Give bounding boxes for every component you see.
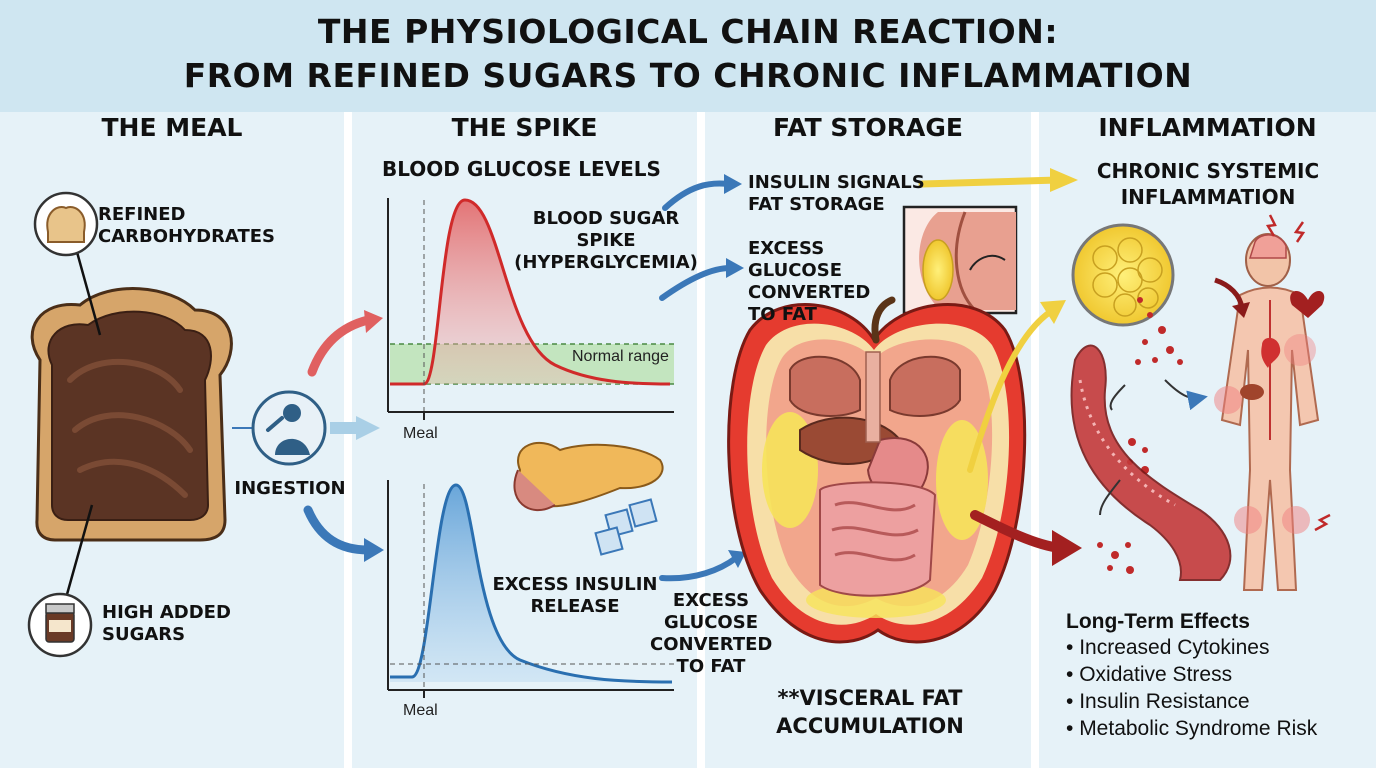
signals-line-2: FAT STORAGE <box>748 194 885 215</box>
conv1-line-1: EXCESS <box>748 238 825 259</box>
visceral-fat-label: **VISCERAL FAT ACCUMULATION <box>750 684 990 740</box>
added-sugars-line-2: SUGARS <box>102 624 186 645</box>
conv2-line-2: GLUCOSE <box>664 612 758 633</box>
apple-body-illustration <box>727 296 1027 644</box>
column-header-spike: THE SPIKE <box>451 113 598 142</box>
pain-zap-icon <box>1265 214 1277 237</box>
spike-line-2: SPIKE <box>576 230 636 251</box>
eating-person-icon <box>251 390 327 466</box>
insulin-curve <box>390 483 673 684</box>
insulin-line-2: RELEASE <box>530 596 620 617</box>
glucose-converted-label-upper: EXCESS GLUCOSE CONVERTED TO FAT <box>748 238 870 326</box>
glucose-chart <box>387 198 674 420</box>
effect-item: Insulin Resistance <box>1066 688 1366 715</box>
glucose-meal-tick-label: Meal <box>403 425 438 442</box>
title-line-1: THE PHYSIOLOGICAL CHAIN REACTION: <box>317 12 1059 51</box>
long-term-effects-title: Long-Term Effects <box>1066 610 1250 633</box>
effect-item: Increased Cytokines <box>1066 634 1366 661</box>
added-sugars-line-1: HIGH ADDED <box>102 602 231 623</box>
refined-carbs-line-2: CARBOHYDRATES <box>98 226 275 247</box>
conv1-line-4: TO FAT <box>748 304 817 325</box>
human-body-icon <box>1214 233 1320 591</box>
conv2-line-1: EXCESS <box>672 590 750 611</box>
insulin-line-1: EXCESS INSULIN <box>492 574 658 595</box>
glucose-chart-title: BLOOD GLUCOSE LEVELS <box>382 157 661 181</box>
long-term-effects-panel: Long-Term Effects Increased Cytokines Ox… <box>1066 610 1366 742</box>
spike-line-1: BLOOD SUGAR <box>532 208 680 229</box>
broken-heart-icon <box>1290 290 1325 318</box>
conv1-line-3: CONVERTED <box>748 282 871 303</box>
column-header-meal: THE MEAL <box>101 113 243 142</box>
chronic-line-2: INFLAMMATION <box>1120 185 1296 209</box>
column-divider-2 <box>697 112 705 768</box>
fat-cells-circle-icon <box>1071 223 1175 327</box>
column-header-inflammation: INFLAMMATION <box>1098 113 1317 142</box>
column-divider-1 <box>344 112 352 768</box>
effect-item: Metabolic Syndrome Risk <box>1066 715 1366 742</box>
refined-carbs-label: REFINED CARBOHYDRATES <box>98 204 275 248</box>
conv2-line-4: TO FAT <box>676 656 746 677</box>
blood-sugar-spike-label: BLOOD SUGAR SPIKE (HYPERGLYCEMIA) <box>512 208 700 274</box>
long-term-effects-list: Increased Cytokines Oxidative Stress Ins… <box>1066 634 1366 742</box>
blood-vessel-icon <box>1070 344 1232 581</box>
insulin-chart <box>387 480 674 698</box>
spike-line-3: (HYPERGLYCEMIA) <box>514 252 698 273</box>
title-banner: THE PHYSIOLOGICAL CHAIN REACTION: FROM R… <box>0 0 1376 112</box>
insulin-area <box>390 485 672 682</box>
insulin-signals-label: INSULIN SIGNALS FAT STORAGE <box>748 172 925 216</box>
chronic-line-1: CHRONIC SYSTEMIC <box>1096 159 1320 183</box>
added-sugars-label: HIGH ADDED SUGARS <box>102 602 231 646</box>
chronic-inflammation-label: CHRONIC SYSTEMIC INFLAMMATION <box>1080 158 1336 210</box>
excess-insulin-label: EXCESS INSULIN RELEASE <box>490 574 660 618</box>
visceral-line-2: ACCUMULATION <box>776 714 964 738</box>
glucose-curve <box>390 198 671 386</box>
effect-item: Oxidative Stress <box>1066 661 1366 688</box>
ingestion-label: INGESTION <box>234 478 346 499</box>
glucose-area <box>390 200 670 384</box>
column-divider-3 <box>1031 112 1039 768</box>
toast-illustration <box>30 287 233 542</box>
column-header-fat-storage: FAT STORAGE <box>773 113 963 142</box>
signals-line-1: INSULIN SIGNALS <box>748 172 925 193</box>
conv2-line-3: CONVERTED <box>650 634 773 655</box>
title-line-2: FROM REFINED SUGARS TO CHRONIC INFLAMMAT… <box>183 56 1193 95</box>
pancreas-icon <box>513 441 664 556</box>
visceral-line-1: **VISCERAL FAT <box>777 686 963 710</box>
insulin-meal-tick-label: Meal <box>403 702 438 719</box>
glucose-converted-label-lower: EXCESS GLUCOSE CONVERTED TO FAT <box>650 590 772 678</box>
normal-range-label: Normal range <box>572 348 669 365</box>
conv1-line-2: GLUCOSE <box>748 260 842 281</box>
refined-carbs-line-1: REFINED <box>98 204 186 225</box>
